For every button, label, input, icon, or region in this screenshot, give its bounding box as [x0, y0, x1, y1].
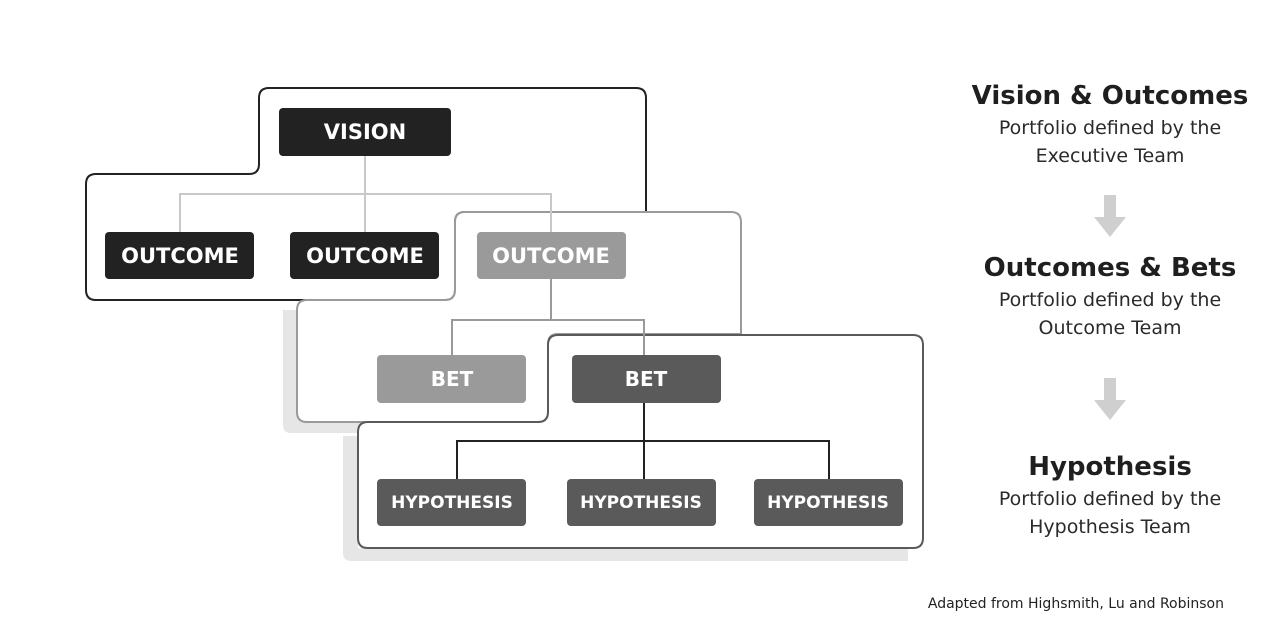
legend-description-line: Portfolio defined by the: [998, 117, 1222, 139]
vision-node: VISION: [279, 108, 451, 156]
hypothesis-node-2-label: HYPOTHESIS: [580, 493, 702, 513]
vision-connectors: [179, 156, 552, 232]
arrow-down-icon: [1094, 195, 1126, 237]
legend-section-outcomes: Outcomes & Bets Portfolio defined by the…: [940, 250, 1280, 342]
legend-title: Hypothesis: [1028, 452, 1192, 482]
legend-title: Outcomes & Bets: [983, 253, 1237, 283]
hypothesis-node-1: HYPOTHESIS: [377, 479, 526, 526]
legend-section-hypothesis: Hypothesis Portfolio defined by the Hypo…: [940, 449, 1280, 541]
source-credit: Adapted from Highsmith, Lu and Robinson: [927, 596, 1224, 612]
outcome-node-3-label: OUTCOME: [492, 244, 610, 268]
outcome-node-2: OUTCOME: [290, 232, 439, 279]
outcome-node-2-label: OUTCOME: [306, 244, 424, 268]
legend-description-line: Portfolio defined by the: [998, 289, 1222, 311]
legend-description-line: Hypothesis Team: [1029, 516, 1191, 538]
hypothesis-node-2: HYPOTHESIS: [567, 479, 716, 526]
legend-description-line: Portfolio defined by the: [998, 488, 1222, 510]
bet-node-2: BET: [572, 355, 721, 403]
hypothesis-node-3: HYPOTHESIS: [754, 479, 903, 526]
outcome-node-3: OUTCOME: [477, 232, 626, 279]
outcome-node-1: OUTCOME: [105, 232, 254, 279]
hypothesis-node-3-label: HYPOTHESIS: [767, 493, 889, 513]
arrow-down-icon: [1094, 378, 1126, 420]
legend-section-vision: Vision & Outcomes Portfolio defined by t…: [940, 78, 1280, 170]
outcome-node-1-label: OUTCOME: [121, 244, 239, 268]
legend-title: Vision & Outcomes: [971, 81, 1249, 111]
hypothesis-node-1-label: HYPOTHESIS: [391, 493, 513, 513]
legend-description-line: Executive Team: [1035, 145, 1185, 167]
bet-node-2-label: BET: [625, 367, 668, 391]
vision-node-label: VISION: [324, 120, 406, 144]
bet-node-1: BET: [377, 355, 526, 403]
outcome-connectors: [451, 279, 645, 355]
bet-connectors: [456, 403, 830, 479]
bet-node-1-label: BET: [431, 367, 474, 391]
legend-description-line: Outcome Team: [1038, 317, 1182, 339]
